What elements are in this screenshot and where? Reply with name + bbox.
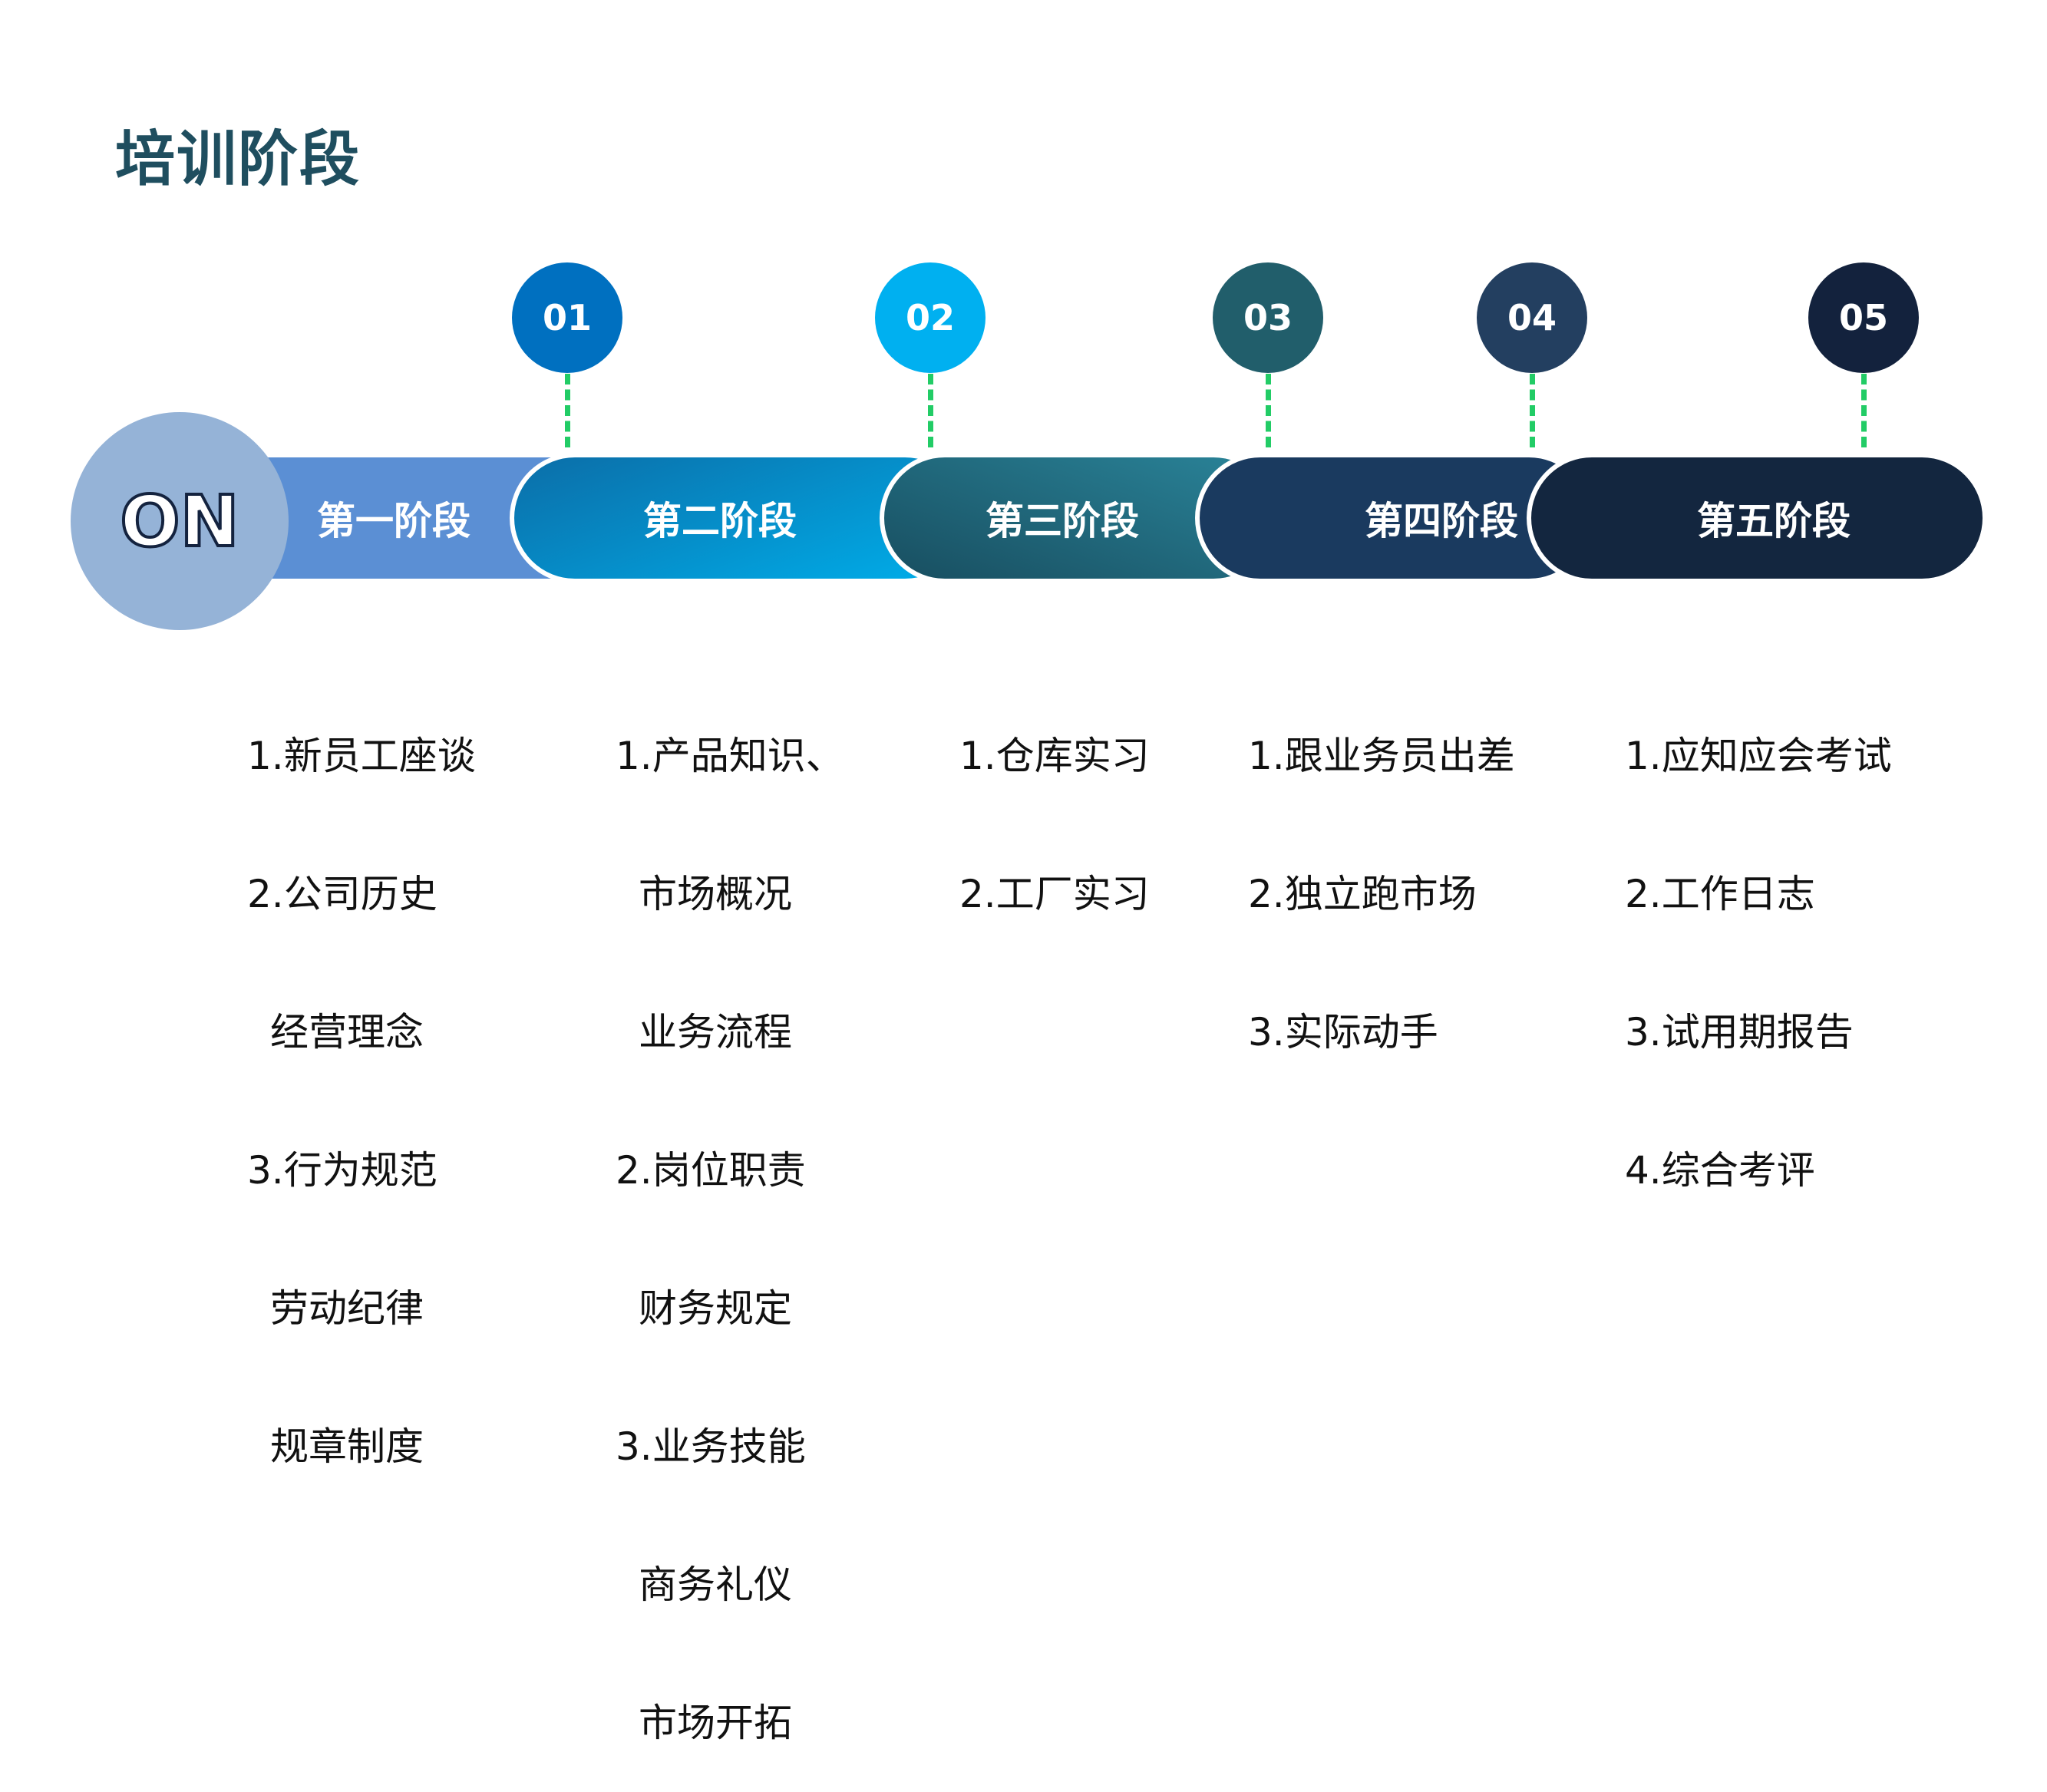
stage-label: 第四阶段: [1365, 499, 1518, 543]
list-item: 1.应知应会考试: [1625, 734, 1892, 778]
list-item: 劳动纪律: [270, 1286, 424, 1331]
list-item: 2.公司历史: [247, 872, 437, 916]
stage-number-badge: 02: [875, 262, 986, 373]
list-item: 1.跟业务员出差: [1248, 734, 1515, 778]
stage-3-items: 1.仓库实习 2.工厂实习: [959, 641, 1150, 963]
list-item: 财务规定: [639, 1286, 792, 1331]
stage-2-items: 1.产品知识、 市场概况 业务流程 2.岗位职责 财务规定 3.业务技能 商务礼…: [616, 641, 844, 1792]
list-item: 1.仓库实习: [959, 734, 1150, 778]
stage-label: 第一阶段: [317, 499, 470, 543]
list-item: 3.实际动手: [1248, 1010, 1438, 1054]
start-circle: ON: [71, 412, 289, 630]
stage-label: 第三阶段: [986, 499, 1139, 543]
list-item: 规章制度: [270, 1424, 424, 1469]
list-item: 经营理念: [270, 1010, 424, 1054]
page-title: 培训阶段: [115, 125, 362, 194]
list-item: 4.综合考评: [1625, 1148, 1815, 1193]
dotted-connector: [1266, 374, 1271, 447]
stage-label: 第二阶段: [643, 499, 797, 543]
stage-1-items: 1.新员工座谈 2.公司历史 经营理念 3.行为规范 劳动纪律 规章制度: [247, 641, 476, 1516]
list-item: 3.行为规范: [247, 1148, 437, 1193]
stage-number-badge: 05: [1808, 262, 1919, 373]
list-item: 2.岗位职责: [616, 1148, 806, 1193]
dotted-connector: [928, 374, 933, 447]
list-item: 2.工厂实习: [959, 872, 1150, 916]
stage-number-badge: 04: [1477, 262, 1587, 373]
stage-bar-5: 第五阶段: [1527, 453, 1987, 583]
list-item: 商务礼仪: [639, 1563, 792, 1607]
list-item: 市场开拓: [639, 1701, 792, 1745]
stage-5-items: 1.应知应会考试 2.工作日志 3.试用期报告 4.综合考评: [1625, 641, 1892, 1239]
stage-label: 第五阶段: [1697, 499, 1851, 543]
list-item: 1.产品知识、: [616, 734, 844, 778]
list-item: 2.工作日志: [1625, 872, 1815, 916]
stage-number-badge: 01: [512, 262, 622, 373]
dotted-connector: [1530, 374, 1535, 447]
list-item: 业务流程: [639, 1010, 792, 1054]
stage-4-items: 1.跟业务员出差 2.独立跑市场 3.实际动手: [1248, 641, 1515, 1101]
dotted-connector: [1861, 374, 1867, 447]
stage-number-badge: 03: [1213, 262, 1323, 373]
list-item: 2.独立跑市场: [1248, 872, 1477, 916]
list-item: 1.新员工座谈: [247, 734, 476, 778]
dotted-connector: [565, 374, 570, 447]
list-item: 市场概况: [639, 872, 792, 916]
list-item: 3.业务技能: [616, 1424, 806, 1469]
list-item: 3.试用期报告: [1625, 1010, 1854, 1054]
